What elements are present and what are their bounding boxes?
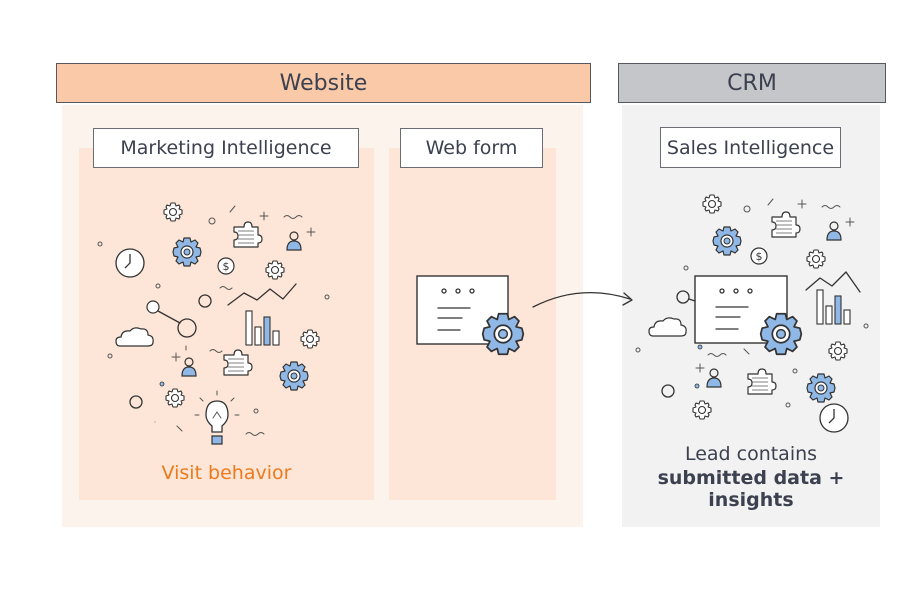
person-icon — [706, 368, 722, 388]
web-form-text: Web form — [425, 137, 518, 159]
gear-icon — [692, 400, 712, 420]
sales-intelligence-text: Sales Intelligence — [666, 136, 835, 159]
network-node — [146, 300, 160, 314]
gear-icon — [828, 341, 848, 361]
gear-icon — [279, 361, 309, 391]
puzzle-icon — [771, 211, 801, 238]
network-link — [157, 310, 181, 324]
visit-behavior-label: Visit behavior — [161, 462, 292, 484]
crm-header: CRM — [618, 63, 886, 103]
trend-line — [227, 283, 297, 306]
network-node — [661, 384, 675, 398]
crm-title: CRM — [727, 70, 777, 96]
person-icon — [286, 231, 302, 251]
gear-icon — [165, 388, 185, 408]
gear-icon — [806, 373, 836, 403]
sales-intelligence-label: Sales Intelligence — [660, 127, 841, 168]
sales-cluster — [635, 194, 869, 433]
gear-icon — [172, 237, 202, 267]
gear-icon — [702, 194, 722, 214]
dollar-icon — [217, 257, 235, 275]
person-icon — [826, 221, 842, 241]
marketing-intelligence-text: Marketing Intelligence — [120, 137, 332, 159]
gear-icon — [712, 226, 742, 256]
person-icon — [181, 357, 197, 377]
person-node — [198, 294, 212, 308]
web-form-label: Web form — [400, 128, 543, 168]
network-node — [676, 290, 690, 304]
clock-icon — [115, 248, 145, 278]
web-form-icon — [416, 275, 525, 356]
web-form-icon — [694, 275, 788, 344]
bar-chart-icon — [245, 310, 280, 346]
puzzle-icon — [233, 221, 263, 248]
clock-icon — [819, 403, 849, 433]
trend-line — [805, 271, 861, 293]
arrow-icon — [532, 292, 633, 308]
marketing-intelligence-panel — [79, 148, 374, 500]
puzzle-icon — [747, 368, 777, 395]
gear-icon — [265, 260, 285, 280]
marketing-cluster — [97, 202, 330, 445]
gear-icon — [163, 202, 183, 222]
gear-icon — [481, 312, 525, 356]
submitted-data-insights-text: submitted data + insights — [657, 467, 845, 511]
bar-chart-icon — [816, 289, 851, 325]
marketing-intelligence-label: Marketing Intelligence — [93, 128, 359, 168]
puzzle-icon — [223, 349, 253, 376]
network-node — [129, 395, 143, 409]
lightbulb-icon — [194, 390, 240, 445]
dollar-icon — [750, 247, 768, 265]
cloud-icon — [648, 317, 687, 337]
website-title: Website — [279, 70, 368, 96]
gear-icon — [806, 249, 826, 269]
website-header: Website — [56, 63, 591, 103]
cloud-icon — [115, 327, 154, 347]
lead-contains-text: Lead contains — [684, 443, 818, 465]
gear-icon — [300, 329, 320, 349]
person-node — [177, 318, 197, 338]
gear-icon — [759, 312, 803, 356]
